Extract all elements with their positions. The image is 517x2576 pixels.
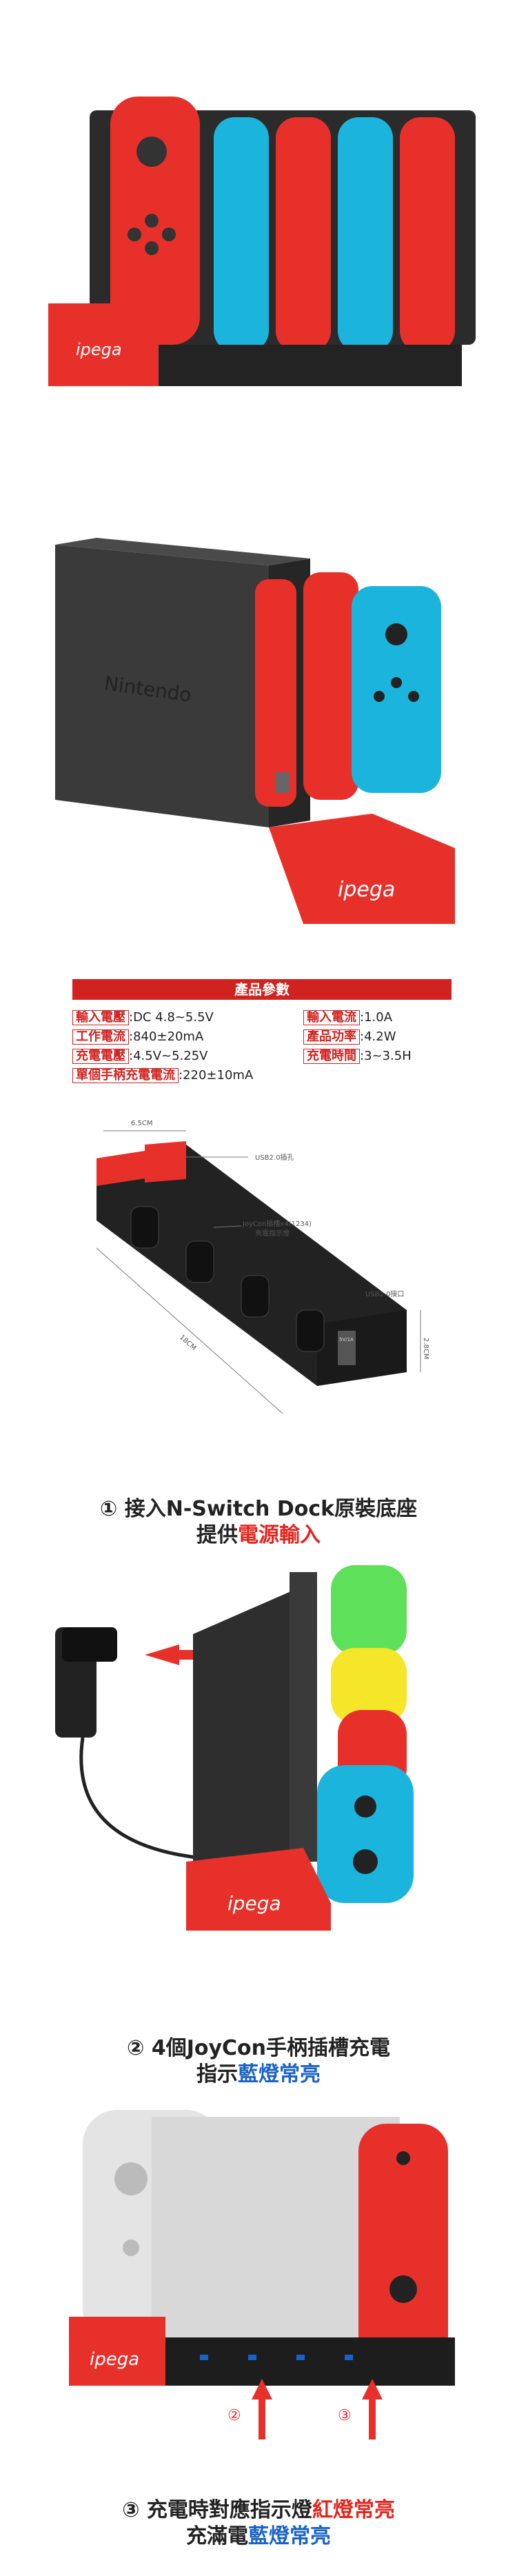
specs-header: 產品參數 [72,979,452,1000]
usb-port-text: 5V/1A [339,1337,354,1342]
spec-working-current: 工作電流:840±20mA [72,1029,203,1045]
spec-label: 單個手柄充電電流 [72,1068,179,1083]
spec-label: 工作電流 [72,1029,129,1045]
step3-image: ipega ② ③ [69,2110,469,2448]
step1-line1: ① 接入N-Switch Dock原裝底座 [99,1497,418,1521]
spec-joycon-current: 單個手柄充電電流:220±10mA [72,1067,253,1084]
step1-image: ① ipega [41,1544,483,1931]
spec-value: :840±20mA [129,1029,204,1044]
spec-value: :3~3.5H [360,1049,412,1063]
spec-label: 充電時間 [303,1049,360,1064]
joycon-slot-label: JoyCon插槽x4(1234) [242,1219,312,1228]
spec-value: :220±10mA [179,1068,254,1083]
step3-logo: ipega [90,2349,139,2370]
spec-label: 充電電壓 [72,1049,129,1064]
height-label: 2.8CM [422,1338,429,1360]
hero-product-image: ipega [48,83,476,400]
spec-value: :DC 4.8~5.5V [129,1010,214,1025]
spec-label: 產品功率 [303,1029,360,1045]
spec-charge-voltage: 充電電壓:4.5V~5.25V [72,1048,207,1065]
step2-line1: ② 4個JoyCon手柄插槽充電 [126,2036,391,2060]
step3-marker-a: ② [227,2407,241,2424]
step1-line2: 提供電源輸入 [196,1523,321,1547]
usb-top-label: USB2.0插孔 [255,1153,294,1162]
step3-marker-b: ③ [338,2407,352,2424]
step1-logo: ipega [227,1892,281,1915]
spec-charge-time: 充電時間:3~3.5H [303,1048,412,1065]
dimension-diagram: 6.5CM 5V/1A USB2.0插孔 JoyCon插槽x4(1234) 充電… [83,1103,441,1462]
spec-label: 輸入電流 [303,1010,360,1025]
step3-line1: ③ 充電時對應指示燈紅燈常亮 [122,2498,395,2522]
usb-side-label: USB2.0接口 [365,1289,404,1298]
spec-input-current: 輸入電流:1.0A [303,1009,392,1026]
dock-logo: ipega [338,878,395,902]
step3-line2: 充滿電藍燈常亮 [186,2524,331,2548]
spec-label: 輸入電壓 [72,1010,129,1025]
spec-value: :4.2W [360,1029,396,1044]
indicator-label: 充電指示燈 [255,1229,290,1238]
length-label: 18CM [178,1334,197,1352]
spec-value: :4.5V~5.25V [129,1049,208,1063]
spec-value: :1.0A [360,1010,393,1025]
step2-line2: 指示藍燈常亮 [196,2062,321,2086]
dock-product-image: Nintendo ipega [41,524,483,924]
spec-input-voltage: 輸入電壓:DC 4.8~5.5V [72,1009,214,1026]
spec-power: 產品功率:4.2W [303,1029,396,1045]
hero-logo: ipega [76,340,122,359]
width-label: 6.5CM [131,1120,153,1127]
